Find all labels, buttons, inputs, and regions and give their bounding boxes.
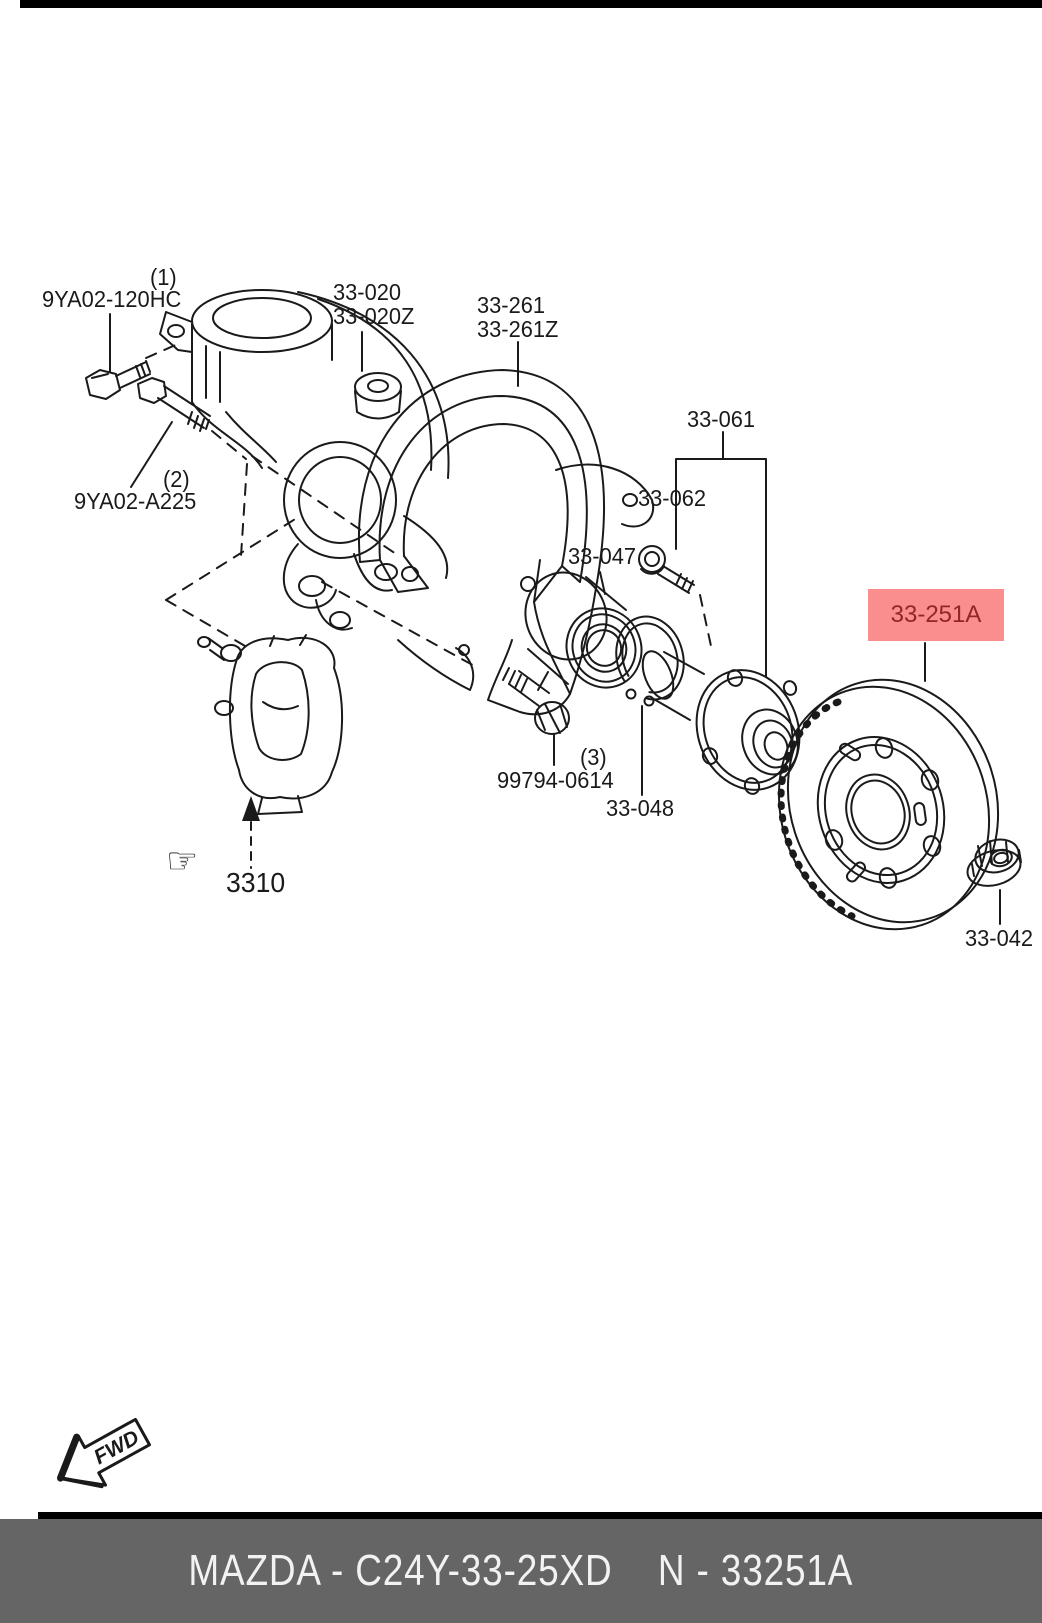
footer-part-code: N - 33251A [658,1546,854,1595]
pointing-hand-icon: ☞ [166,840,199,881]
caliper-pointer-arrow [242,796,260,869]
bolt3-drawing [502,667,570,735]
footer-bar: MAZDA - C24Y-33-25XD N - 33251A [0,1519,1042,1623]
callout-nut-ref: 33-042 [965,925,1034,951]
hub-bolt-drawing [638,545,695,594]
nut-drawing [966,838,1022,887]
callout-hub-bolt-ref: 33-062 [638,485,707,511]
callout-rotor-ref-highlighted: 33-251A [868,589,1004,641]
knuckle-drawing [159,289,655,691]
callout-bolt3-index: (3) [580,744,607,770]
bolt2-drawing [137,377,211,432]
leader-lines [109,313,1001,925]
dust-shield-drawing [357,369,605,716]
callout-bolt2-ref: 9YA02-A225 [74,488,197,514]
footer-codes: MAZDA - C24Y-33-25XD N - 33251A [189,1546,854,1596]
callout-bolt1-index: (1) [150,264,177,290]
callout-bolt1-ref: 9YA02-120HC [42,286,182,312]
callout-bolt3-ref: 99794-0614 [497,767,614,793]
fwd-arrow: FWD [56,1417,151,1489]
callout-snap-ring-ref: 33-048 [606,795,675,821]
bolt1-drawing [85,360,151,400]
rotor-drawing [777,678,1000,931]
callout-bolt2-index: (2) [163,466,190,492]
callout-caliper-ref: 3310 [226,867,286,898]
callout-bearing-ref: 33-047 [568,543,637,569]
snap-ring-drawing [615,615,685,707]
caliper-drawing [197,634,344,815]
bottom-rule [38,1512,1042,1519]
callout-hub-ref: 33-061 [687,406,756,432]
hub-drawing [641,650,801,795]
footer-catalog-code: MAZDA - C24Y-33-25XD [188,1546,613,1595]
bearing-drawing [524,571,643,689]
top-rule [20,0,1042,8]
